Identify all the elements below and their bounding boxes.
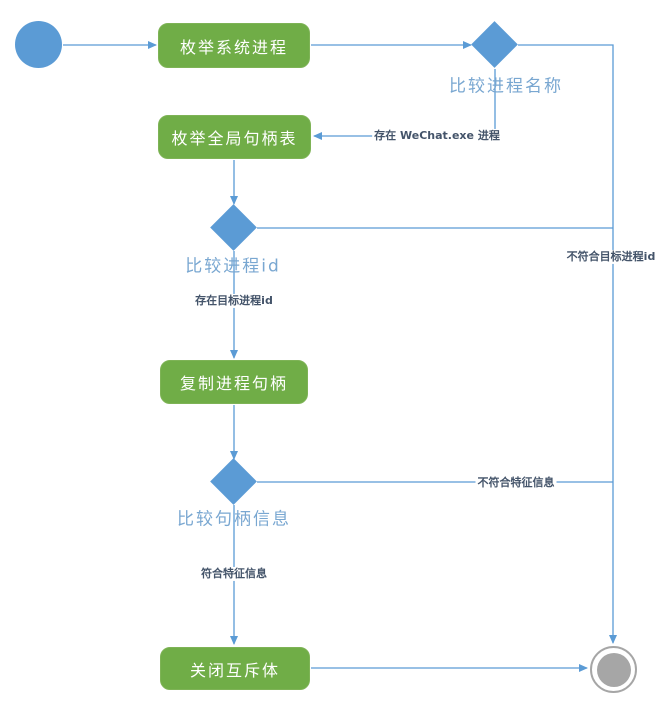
process-close-mutex: 关闭互斥体: [160, 647, 310, 690]
edge-label-match-feature-info: 符合特征信息: [199, 566, 269, 582]
process-label: 复制进程句柄: [179, 374, 288, 393]
decision-label-compare-process-id: 比较进程id: [185, 256, 281, 277]
edge-d1-to-end: [518, 44, 617, 644]
decision-label-compare-process-name: 比较进程名称: [449, 76, 563, 97]
edge-label-not-match-feature-info: 不符合特征信息: [475, 475, 557, 491]
final-node: [590, 646, 637, 693]
process-enumerate-global-handle-table: 枚举全局句柄表: [158, 115, 311, 159]
decision-label-compare-handle-info: 比较句柄信息: [177, 509, 291, 530]
process-label: 枚举全局句柄表: [171, 129, 298, 148]
process-enumerate-system-processes: 枚举系统进程: [158, 23, 310, 68]
edge-label-not-target-process-id: 不符合目标进程id: [564, 249, 658, 265]
process-label: 枚举系统进程: [179, 37, 288, 57]
final-node-inner-circle: [596, 652, 631, 687]
edge-label-exists-wechat-process: 存在 WeChat.exe 进程: [372, 128, 502, 144]
process-duplicate-process-handle: 复制进程句柄: [160, 360, 308, 404]
initial-node: [15, 21, 62, 68]
process-label: 关闭互斥体: [189, 660, 280, 680]
edge-label-exists-target-process-id: 存在目标进程id: [193, 293, 275, 309]
